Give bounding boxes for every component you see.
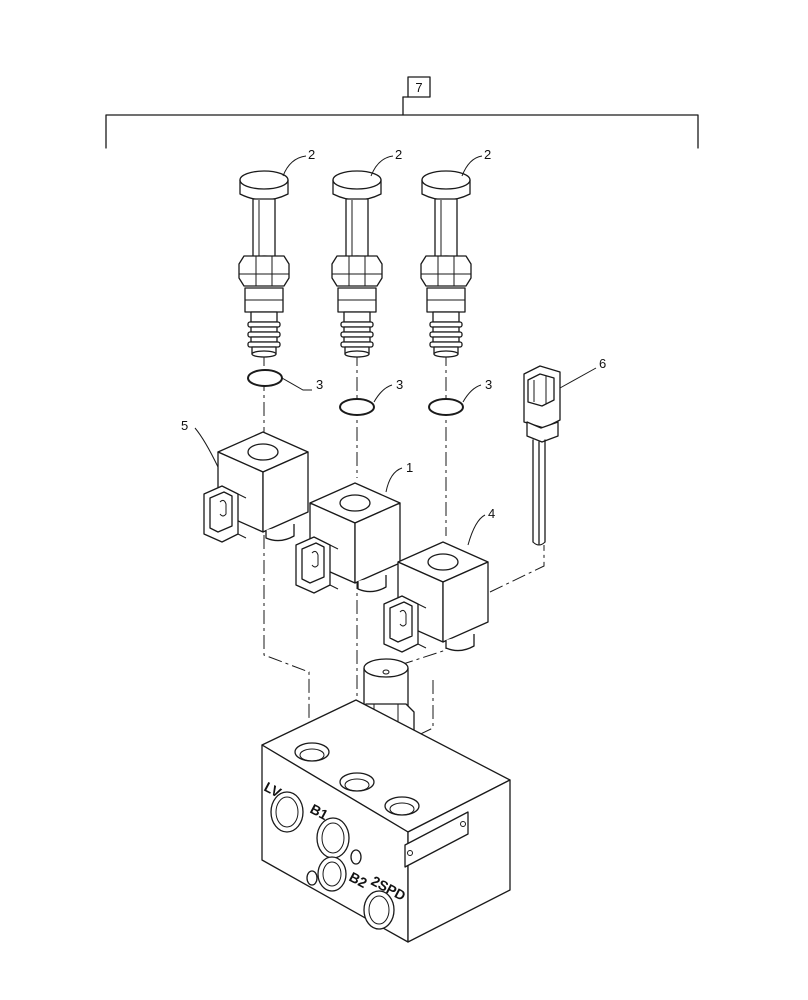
callouts-2: 2 2 2 [282,147,491,177]
callout-1: 1 [406,460,413,475]
callout-3-right: 3 [485,377,492,392]
port-label-b1: B1 [308,801,332,824]
port-label-lv: LV [262,779,285,801]
callout-4: 4 [488,506,495,521]
o-rings: 3 3 3 [247,369,492,416]
callout-3-middle: 3 [396,377,403,392]
callout-2-middle: 2 [395,147,402,162]
callout-2-left: 2 [308,147,315,162]
cartridge-valve-middle [331,170,383,358]
valve-manifold-block: LV B1 B2 2SPD [261,699,511,943]
solenoid-coil-middle: 1 [295,460,413,594]
callout-2-right: 2 [484,147,491,162]
assembly-bracket: 7 [105,76,699,149]
solenoid-coil-left: 5 [181,418,309,543]
solenoid-coil-right: 4 [383,506,495,653]
callout-3-left: 3 [316,377,323,392]
callout-5: 5 [181,418,188,433]
callout-7: 7 [415,80,422,95]
harness-connector: 6 [523,356,606,546]
callout-6: 6 [599,356,606,371]
port-label-b2: B2 [347,869,371,892]
cartridge-valve-right [420,170,472,358]
cartridge-valve-left [238,170,290,358]
